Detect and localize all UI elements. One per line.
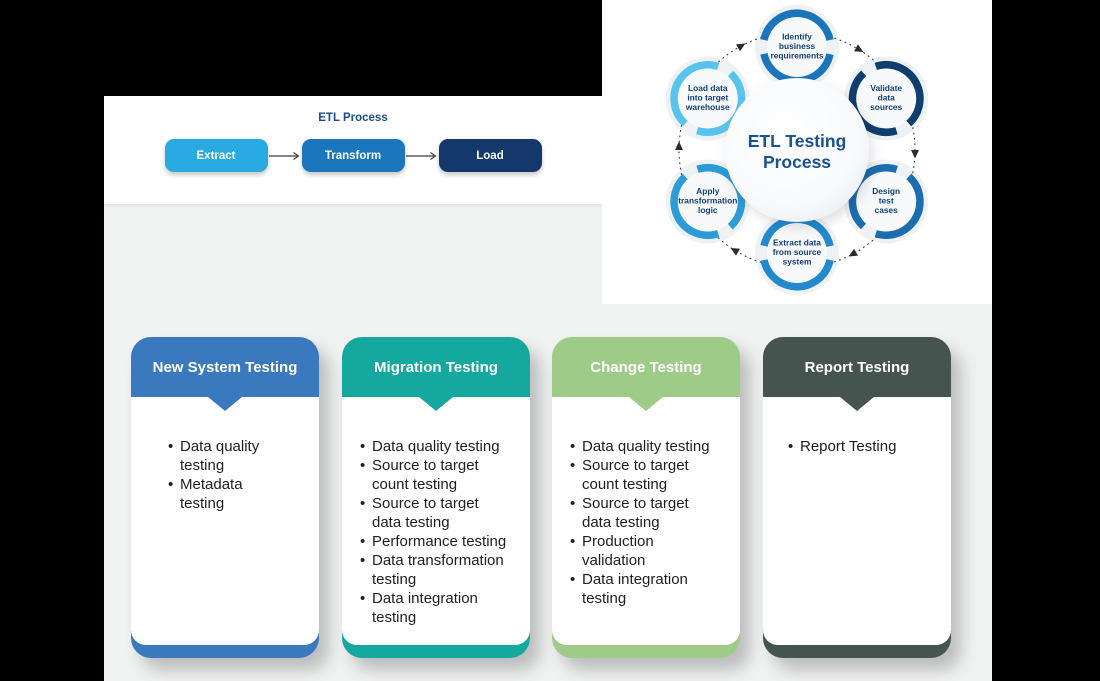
card-bullet-item: Metadata testing <box>168 475 313 513</box>
cycle-arrowhead-icon <box>736 43 746 52</box>
card-bullet-item: Source to target count testing <box>360 456 524 494</box>
card-title: Change Testing <box>590 358 702 376</box>
card-title: Migration Testing <box>374 358 498 376</box>
card-bullet-item: Production validation <box>570 532 734 570</box>
etl-process-panel: ETL Process Extract Transform Load <box>104 96 602 204</box>
card-bullet-list: Data quality testingMetadata testing <box>131 397 319 519</box>
satellite-circle <box>677 171 738 232</box>
etl-step-label: Load <box>476 149 504 162</box>
card-bullet-item: Data transformation testing <box>360 551 524 589</box>
cycle-arrowhead-icon <box>848 248 858 257</box>
etl-step-load: Load <box>438 139 542 172</box>
card-bullet-item: Data quality testing <box>168 437 313 475</box>
card-body: Data quality testingSource to target cou… <box>552 397 740 645</box>
etl-step-label: Extract <box>196 149 236 162</box>
etl-step-extract: Extract <box>164 139 268 172</box>
card-migration-testing: Migration Testing Data quality testingSo… <box>342 337 530 658</box>
card-bullet-item: Source to target data testing <box>570 494 734 532</box>
card-title: New System Testing <box>152 358 298 376</box>
card-bullet-item: Source to target count testing <box>570 456 734 494</box>
cycle-arrowhead-icon <box>854 44 864 53</box>
card-bullet-list: Report Testing <box>763 397 951 462</box>
satellite-circle <box>767 223 827 283</box>
satellite-circle <box>856 68 917 129</box>
card-bullet-item: Report Testing <box>788 437 945 456</box>
card-change-testing: Change Testing Data quality testingSourc… <box>552 337 740 658</box>
card-pointer-icon <box>840 397 874 411</box>
center-circle <box>725 78 869 222</box>
card-bullet-list: Data quality testingSource to target cou… <box>342 397 530 633</box>
card-report-testing: Report Testing Report Testing <box>763 337 951 658</box>
etl-step-transform: Transform <box>301 139 405 172</box>
card-header: New System Testing <box>131 337 319 397</box>
card-body: Data quality testingSource to target cou… <box>342 397 530 645</box>
card-bullet-item: Data integration testing <box>570 570 734 608</box>
etl-flow: Extract Transform Load <box>104 139 602 172</box>
card-body: Report Testing <box>763 397 951 645</box>
card-pointer-icon <box>208 397 242 411</box>
etl-step-label: Transform <box>324 149 382 162</box>
cycle-arrowhead-icon <box>675 141 683 150</box>
cycle-arrowhead-icon <box>911 150 919 159</box>
card-bullet-item: Performance testing <box>360 532 524 551</box>
flow-arrow-icon <box>405 151 437 160</box>
card-bullet-item: Source to target data testing <box>360 494 524 532</box>
cycle-arrowhead-icon <box>730 247 740 256</box>
card-header: Change Testing <box>552 337 740 397</box>
card-bullet-item: Data integration testing <box>360 589 524 627</box>
card-title: Report Testing <box>804 358 910 376</box>
card-pointer-icon <box>629 397 663 411</box>
satellite-circle <box>856 171 917 232</box>
card-bullet-list: Data quality testingSource to target cou… <box>552 397 740 614</box>
card-bullet-item: Data quality testing <box>570 437 734 456</box>
card-body: Data quality testingMetadata testing <box>131 397 319 645</box>
flow-arrow-icon <box>268 151 300 160</box>
satellite-circle <box>677 68 738 129</box>
card-pointer-icon <box>419 397 453 411</box>
card-header: Migration Testing <box>342 337 530 397</box>
card-bullet-item: Data quality testing <box>360 437 524 456</box>
satellite-circle <box>767 17 827 77</box>
card-new-system-testing: New System Testing Data quality testingM… <box>131 337 319 658</box>
etl-process-title: ETL Process <box>318 112 388 124</box>
card-header: Report Testing <box>763 337 951 397</box>
